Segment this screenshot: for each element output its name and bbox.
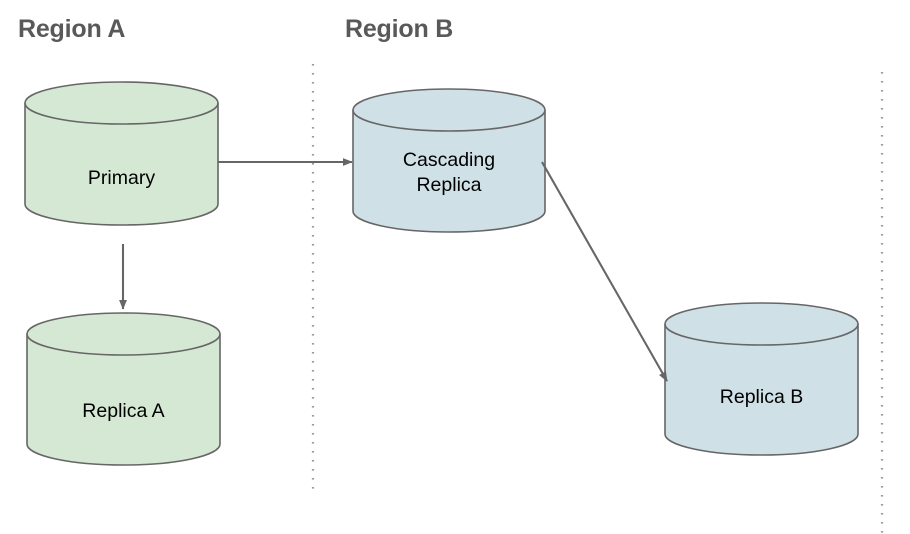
node-primary[interactable] xyxy=(24,81,219,226)
node-replica-b[interactable] xyxy=(664,302,859,456)
cascading-replica-cylinder-top xyxy=(352,88,546,132)
edge-cascading-replica-to-replica-b xyxy=(541,161,668,382)
replica-b-cylinder-body xyxy=(664,323,859,456)
replica-b-cylinder-top xyxy=(664,302,859,346)
replica-a-cylinder-top xyxy=(26,312,221,356)
cascading-replica-cylinder-body xyxy=(352,109,546,233)
region-a-title: Region A xyxy=(18,15,126,43)
node-cascading-replica[interactable] xyxy=(352,88,546,233)
region-b-title: Region B xyxy=(345,15,454,43)
primary-cylinder-body xyxy=(24,102,219,226)
primary-cylinder-top xyxy=(24,81,219,125)
replica-a-cylinder-body xyxy=(26,333,221,466)
node-replica-a[interactable] xyxy=(26,312,221,466)
